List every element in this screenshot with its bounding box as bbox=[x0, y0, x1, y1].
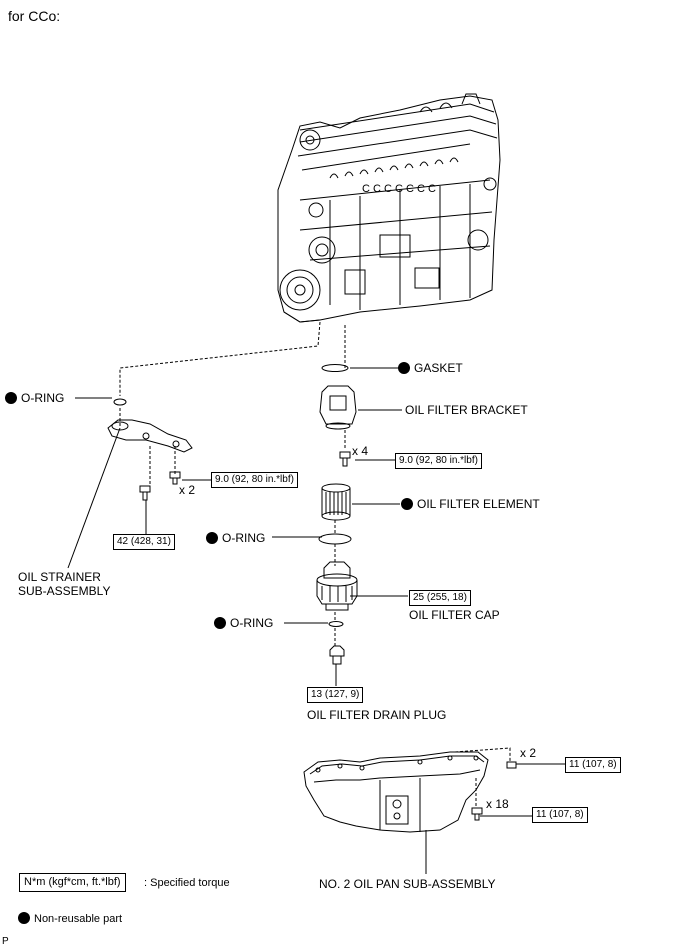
engine-assembly-drawing: C C C C C C C bbox=[277, 93, 501, 323]
oil-filter-cap-label: OIL FILTER CAP bbox=[409, 608, 500, 622]
o-ring-mid-part bbox=[318, 533, 352, 545]
strainer-bolt-quantity: x 2 bbox=[179, 483, 196, 497]
strainer-bolt-torque-box: 42 (428, 31) bbox=[113, 534, 175, 550]
o-ring-mid-label: O-RING bbox=[206, 531, 265, 545]
oil-filter-cap-torque-box: 25 (255, 18) bbox=[409, 590, 471, 606]
o-ring-left-part bbox=[113, 398, 127, 406]
legend-nonreusable-text: Non-reusable part bbox=[34, 913, 123, 925]
legend-torque-desc: : Specified torque bbox=[144, 877, 230, 889]
pan-bolt-torque-box: 11 (107, 8) bbox=[532, 807, 588, 823]
nonreusable-dot-icon bbox=[206, 532, 218, 544]
variant-heading: for CCo: bbox=[8, 8, 61, 24]
oil-filter-element-text: OIL FILTER ELEMENT bbox=[417, 497, 540, 511]
oil-filter-drain-plug-part bbox=[329, 645, 345, 665]
figure-code: P bbox=[2, 936, 9, 947]
oil-filter-bracket-part bbox=[319, 385, 357, 430]
pan-nut-quantity: x 2 bbox=[520, 746, 537, 760]
nonreusable-dot-icon bbox=[214, 617, 226, 629]
oil-filter-cap-part bbox=[316, 561, 358, 611]
o-ring-left-label: O-RING bbox=[5, 391, 64, 405]
oil-strainer-part bbox=[107, 419, 193, 453]
oil-filter-drain-plug-label: OIL FILTER DRAIN PLUG bbox=[307, 708, 447, 722]
o-ring-mid-text: O-RING bbox=[222, 531, 266, 545]
bracket-bolt-part bbox=[339, 451, 351, 467]
o-ring-lower-text: O-RING bbox=[230, 616, 274, 630]
pan-bolt-quantity: x 18 bbox=[486, 797, 509, 811]
nonreusable-dot-icon bbox=[398, 362, 410, 374]
pan-nut-torque-box: 11 (107, 8) bbox=[565, 757, 621, 773]
gasket-text: GASKET bbox=[414, 361, 463, 375]
oil-filter-element-part bbox=[321, 483, 351, 521]
legend-nonreusable: Non-reusable part bbox=[18, 912, 122, 926]
oil-filter-bracket-label: OIL FILTER BRACKET bbox=[405, 403, 528, 417]
bracket-bolt-quantity: x 4 bbox=[352, 444, 369, 458]
nonreusable-dot-icon bbox=[18, 912, 30, 924]
drain-plug-torque-box: 13 (127, 9) bbox=[307, 687, 364, 703]
o-ring-lower-label: O-RING bbox=[214, 616, 273, 630]
nonreusable-dot-icon bbox=[401, 498, 413, 510]
legend-torque-unit-box: N*m (kgf*cm, ft.*lbf) bbox=[19, 873, 126, 892]
svg-text:C C C C C C C: C C C C C C C bbox=[362, 183, 436, 195]
leader-lines bbox=[67, 367, 565, 874]
o-ring-lower-part bbox=[328, 621, 344, 627]
no2-oil-pan-part bbox=[303, 751, 489, 833]
oil-strainer-label-line2: SUB-ASSEMBLY bbox=[18, 584, 111, 598]
pan-bolt-part bbox=[471, 807, 483, 821]
locator-lines bbox=[119, 321, 511, 808]
bracket-bolt-torque-box: 9.0 (92, 80 in.*lbf) bbox=[395, 453, 482, 469]
no2-oil-pan-label: NO. 2 OIL PAN SUB-ASSEMBLY bbox=[319, 877, 496, 891]
pan-nut-part bbox=[506, 761, 517, 769]
nonreusable-dot-icon bbox=[5, 392, 17, 404]
strainer-small-bolt-torque-box: 9.0 (92, 80 in.*lbf) bbox=[211, 472, 298, 488]
gasket-label: GASKET bbox=[398, 361, 463, 375]
o-ring-left-text: O-RING bbox=[21, 391, 65, 405]
gasket-part bbox=[321, 364, 349, 372]
oil-filter-element-label: OIL FILTER ELEMENT bbox=[401, 497, 540, 511]
strainer-bolts-part bbox=[139, 471, 181, 501]
oil-strainer-label-line1: OIL STRAINER bbox=[18, 570, 101, 584]
